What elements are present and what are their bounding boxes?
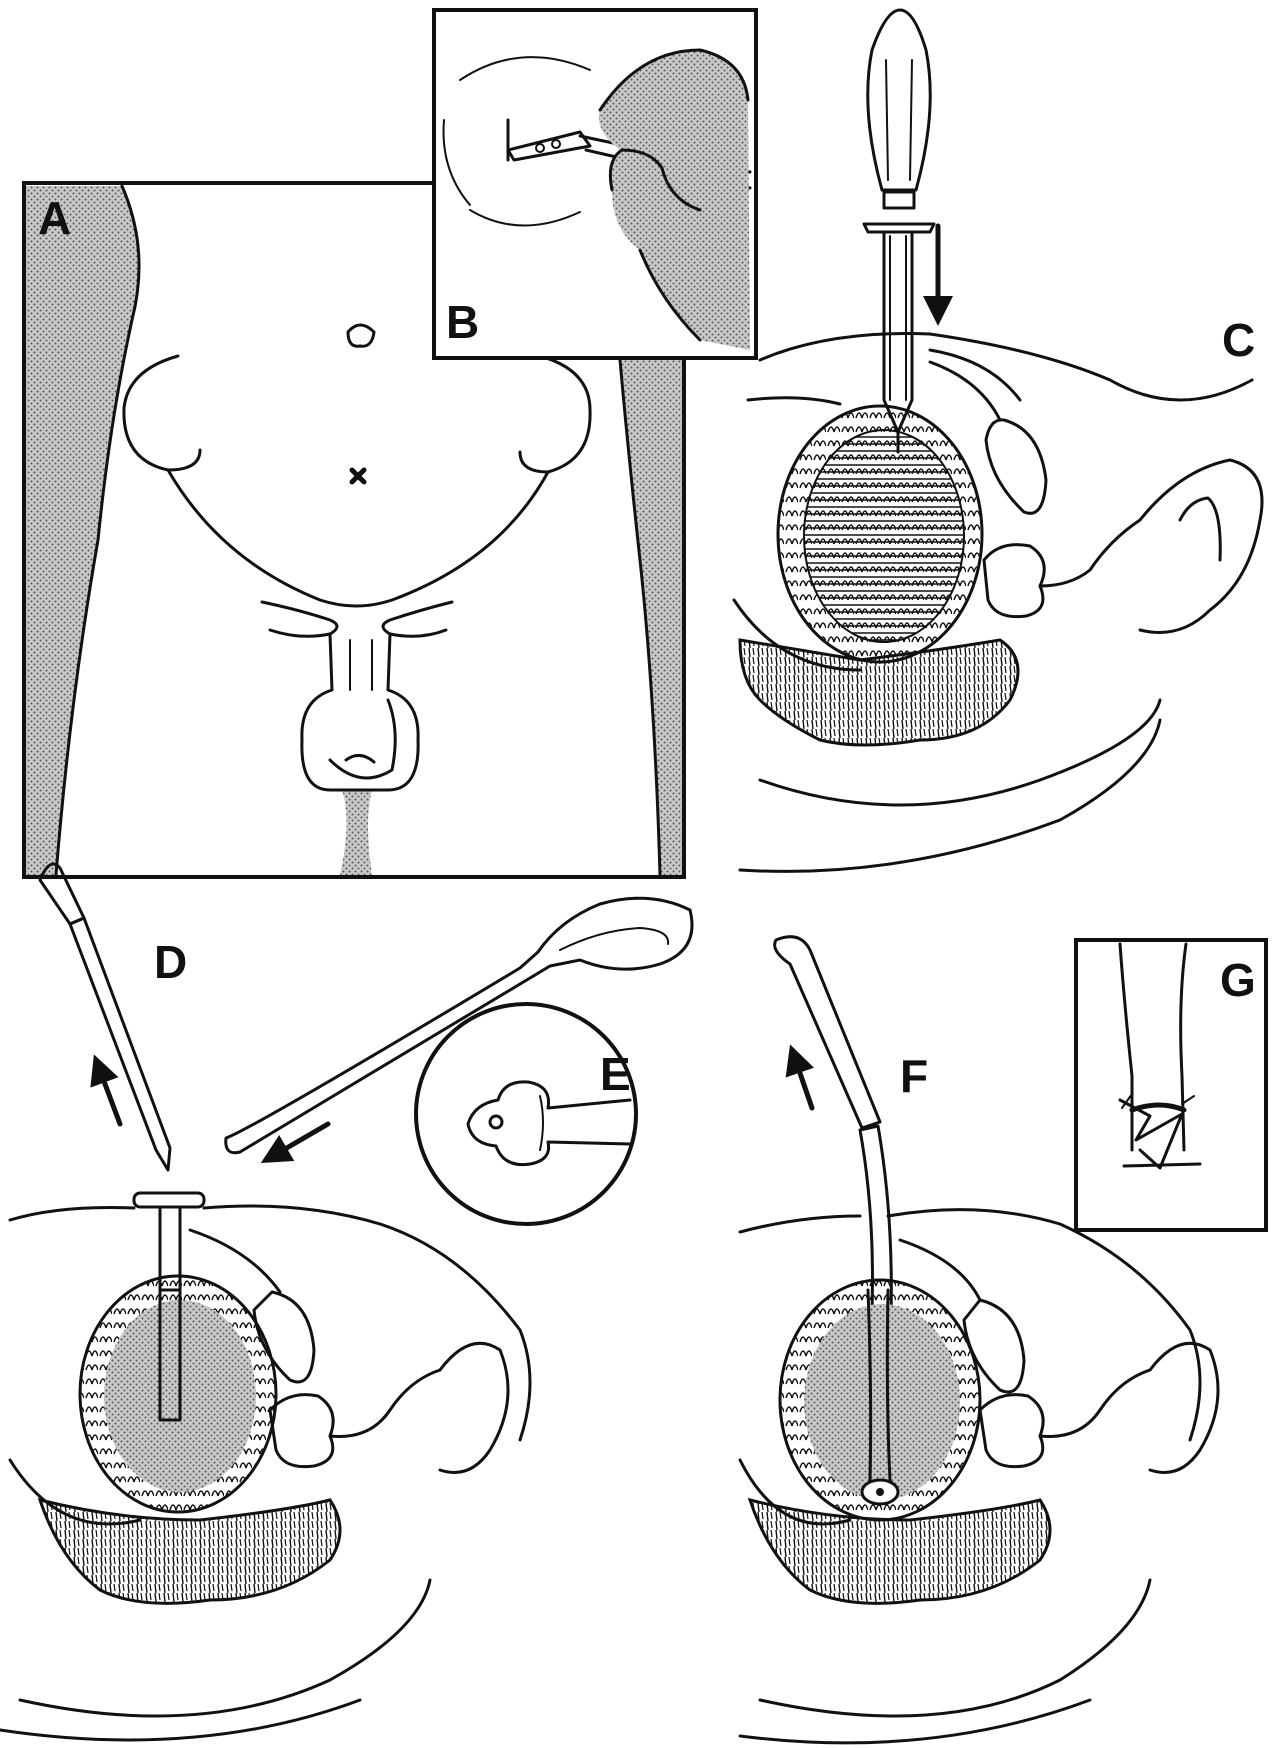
rectum-d	[40, 1500, 340, 1603]
panel-g-suture-inset: G	[1076, 940, 1266, 1230]
panel-e-catheter-stylet: E	[226, 898, 692, 1224]
trocar-shaft	[884, 232, 912, 432]
panel-e-label: E	[600, 1048, 631, 1100]
panel-f-label: F	[900, 1050, 928, 1102]
panel-d-trocar-withdrawal: D	[0, 864, 530, 1740]
withdrawal-arrow	[96, 1060, 120, 1124]
panel-c-label: C	[1222, 314, 1255, 366]
sheath-flange-d	[134, 1193, 204, 1207]
catheter-tip-inset	[416, 1004, 636, 1224]
bladder-lumen-f	[804, 1304, 960, 1500]
panel-b-label: B	[446, 296, 479, 348]
bladder-lumen-c	[804, 430, 964, 642]
withdrawn-sheath-f	[775, 937, 880, 1128]
prostate-f	[980, 1395, 1043, 1467]
prostate-d	[270, 1395, 333, 1467]
panel-a-label: A	[38, 192, 71, 244]
prostate-c	[984, 545, 1044, 617]
sheath-withdrawal-arrow	[792, 1050, 812, 1108]
panel-b-incision-inset: B	[434, 10, 756, 358]
panel-d-label: D	[154, 936, 187, 988]
panel-g-label: G	[1220, 954, 1256, 1006]
panel-c-trocar-insertion: C	[734, 10, 1262, 871]
trocar-handle	[868, 10, 930, 190]
pubic-bone-c	[986, 420, 1046, 513]
